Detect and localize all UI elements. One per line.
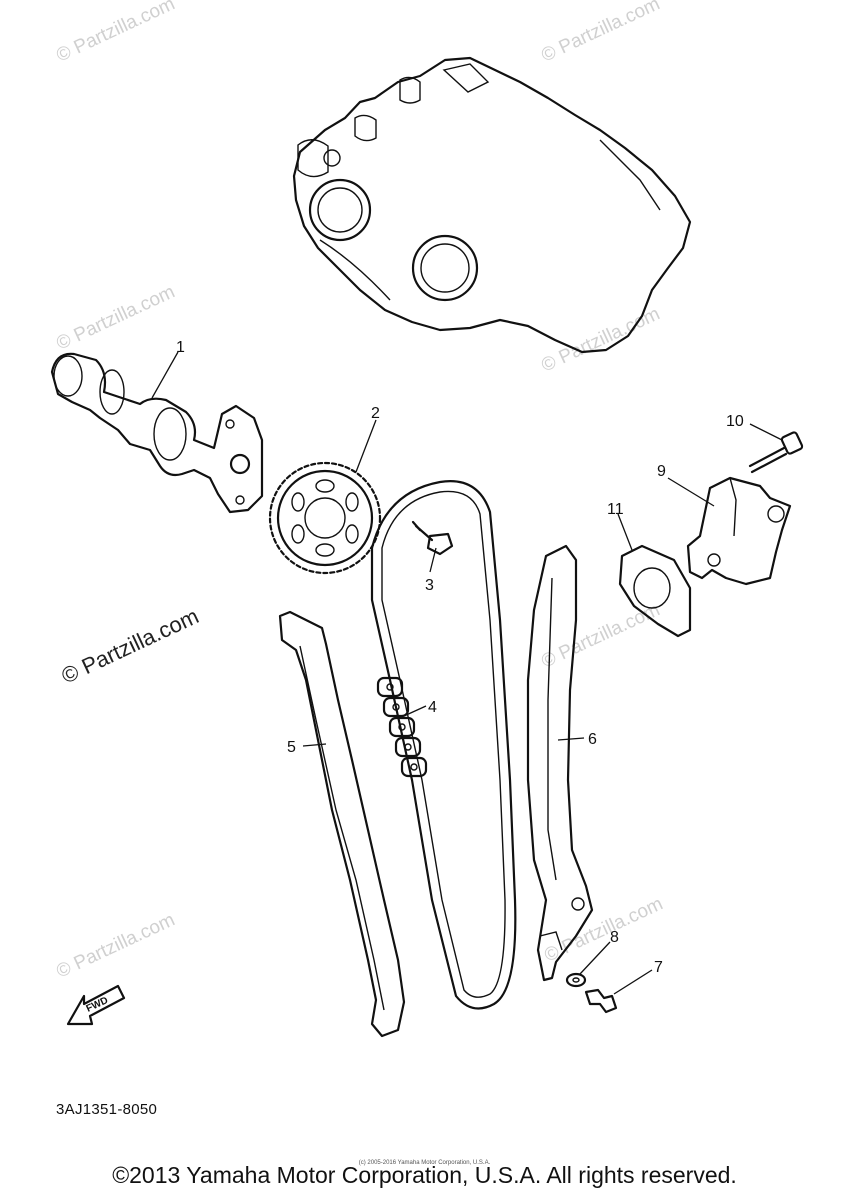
copyright-small-print: (c) 2005-2016 Yamaha Motor Corporation, …	[358, 1160, 491, 1166]
watermarks: © Partzilla.com © Partzilla.com © Partzi…	[53, 0, 666, 983]
tensioner-gasket	[618, 544, 692, 638]
cam-chain	[370, 480, 517, 1010]
callout-11: 11	[607, 501, 624, 518]
watermark: © Partzilla.com	[538, 0, 663, 67]
callout-9: 9	[657, 463, 666, 480]
callout-2: 2	[371, 405, 380, 422]
callout-1: 1	[176, 339, 185, 356]
watermark: © Partzilla.com	[53, 281, 178, 354]
fwd-arrow-icon: FWD	[66, 984, 126, 1026]
callout-5: 5	[287, 739, 296, 756]
callout-7: 7	[654, 959, 663, 976]
leader-lines	[151, 351, 783, 995]
tensioner-bolt	[748, 431, 804, 474]
guide-bolt	[584, 988, 618, 1014]
watermark: © Partzilla.com	[53, 909, 178, 982]
callout-10: 10	[726, 413, 744, 430]
callout-3: 3	[425, 577, 434, 594]
callout-8: 8	[610, 929, 619, 946]
camshaft	[50, 352, 264, 514]
sprocket-bolt	[411, 520, 454, 556]
chain-guide-rear	[526, 544, 594, 982]
chain-links	[376, 676, 428, 778]
callouts: 1 2 3 4 5 6 7 8 9 10 11	[176, 339, 744, 976]
washer	[565, 972, 587, 988]
callout-4: 4	[428, 699, 437, 716]
chain-tensioner	[686, 476, 792, 586]
watermark-prominent: © Partzilla.com	[58, 603, 203, 688]
copyright-notice: ©2013 Yamaha Motor Corporation, U.S.A. A…	[112, 1162, 737, 1188]
cam-sprocket	[268, 461, 382, 575]
watermark: © Partzilla.com	[538, 599, 663, 672]
cylinder-head	[292, 56, 692, 354]
watermark: © Partzilla.com	[53, 0, 178, 67]
part-diagram-code: 3AJ1351-8050	[56, 1101, 158, 1118]
callout-6: 6	[588, 731, 597, 748]
chain-guide-front	[278, 610, 406, 1038]
